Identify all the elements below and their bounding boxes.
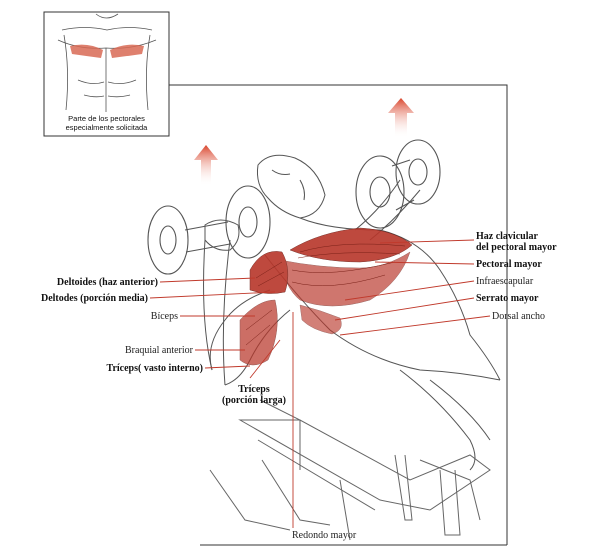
label-triceps-larga: Tríceps (porción larga): [214, 384, 294, 406]
label-triceps-interno: Tríceps( vasto interno): [106, 363, 203, 374]
label-triceps-larga-line2: (porción larga): [222, 395, 286, 406]
bench: [209, 399, 491, 541]
muscle-fibers: [245, 243, 406, 346]
inset-caption-line2: especialmente solicitada: [65, 123, 148, 132]
label-triceps-larga-line1: Tríceps: [238, 384, 270, 395]
label-haz-clavicular-line2: del pectoral mayor: [476, 242, 557, 253]
inset-caption-line1: Parte de los pectorales: [68, 114, 145, 123]
dumbbell-left: [147, 185, 271, 275]
pectoral-clavicular-head: [289, 227, 413, 263]
triceps: [239, 299, 278, 366]
muscle-highlights: [239, 227, 413, 366]
inset-torso: [57, 13, 157, 112]
label-dorsal-ancho: Dorsal ancho: [492, 311, 546, 322]
serratus: [299, 304, 342, 335]
label-infraescapular: Infraescapular: [476, 276, 534, 287]
up-arrow-right: [388, 98, 414, 138]
inset-caption: Parte de los pectorales especialmente so…: [44, 114, 169, 132]
label-biceps: Bíceps: [150, 311, 178, 322]
inset-box: [43, 11, 170, 137]
label-redondo-mayor: Redondo mayor: [292, 530, 357, 541]
label-deltoides-media: Deltodes (porción media): [40, 293, 148, 304]
up-arrow-left: [194, 145, 218, 186]
dumbbell-right: [355, 139, 441, 229]
label-pectoral-mayor: Pectoral mayor: [476, 259, 542, 270]
label-braquial-anterior: Braquial anterior: [124, 345, 193, 356]
label-haz-clavicular: Haz clavicular del pectoral mayor: [476, 231, 557, 253]
leader-lines: [149, 239, 491, 528]
label-serrato-mayor: Serrato mayor: [476, 293, 539, 304]
inset-pectoral-highlight: [70, 44, 144, 58]
deltoid: [249, 251, 289, 294]
label-haz-clavicular-line1: Haz clavicular: [476, 231, 538, 242]
frame: [169, 84, 508, 546]
label-deltoides-anterior: Deltoides (haz anterior): [56, 277, 158, 288]
pectoral-major: [279, 251, 411, 307]
